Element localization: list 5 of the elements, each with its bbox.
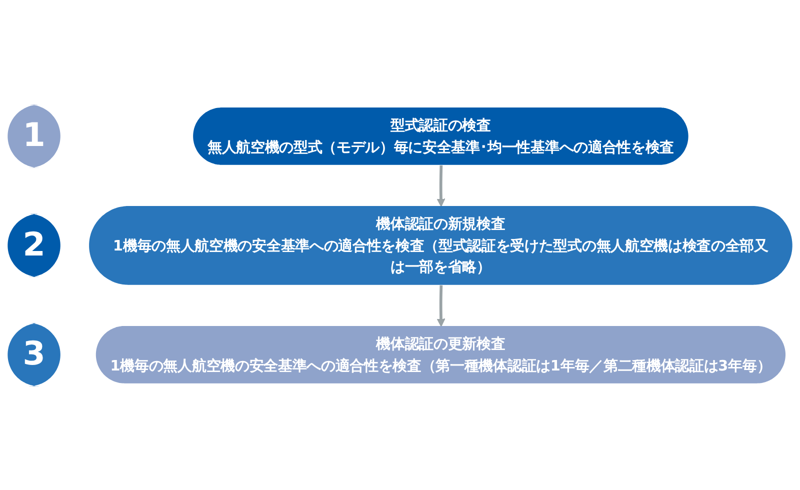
node-box: 機体認証の新規検査 1機毎の無人航空機の安全基準への適合性を検査（型式認証を受けた型式の無人航空機は検査の全部又は一部を省略） [89, 206, 792, 284]
arrow [436, 284, 446, 326]
arrow [436, 164, 446, 206]
node-box: 型式認証の検査 無人航空機の型式（モデル）毎に安全基準･均一性基準への適合性を検査 [193, 107, 688, 164]
node-box: 機体認証の更新検査 1機毎の無人航空機の安全基準への適合性を検査（第一種機体認証は1年毎／第二種機体認証は3年毎） [96, 326, 786, 383]
